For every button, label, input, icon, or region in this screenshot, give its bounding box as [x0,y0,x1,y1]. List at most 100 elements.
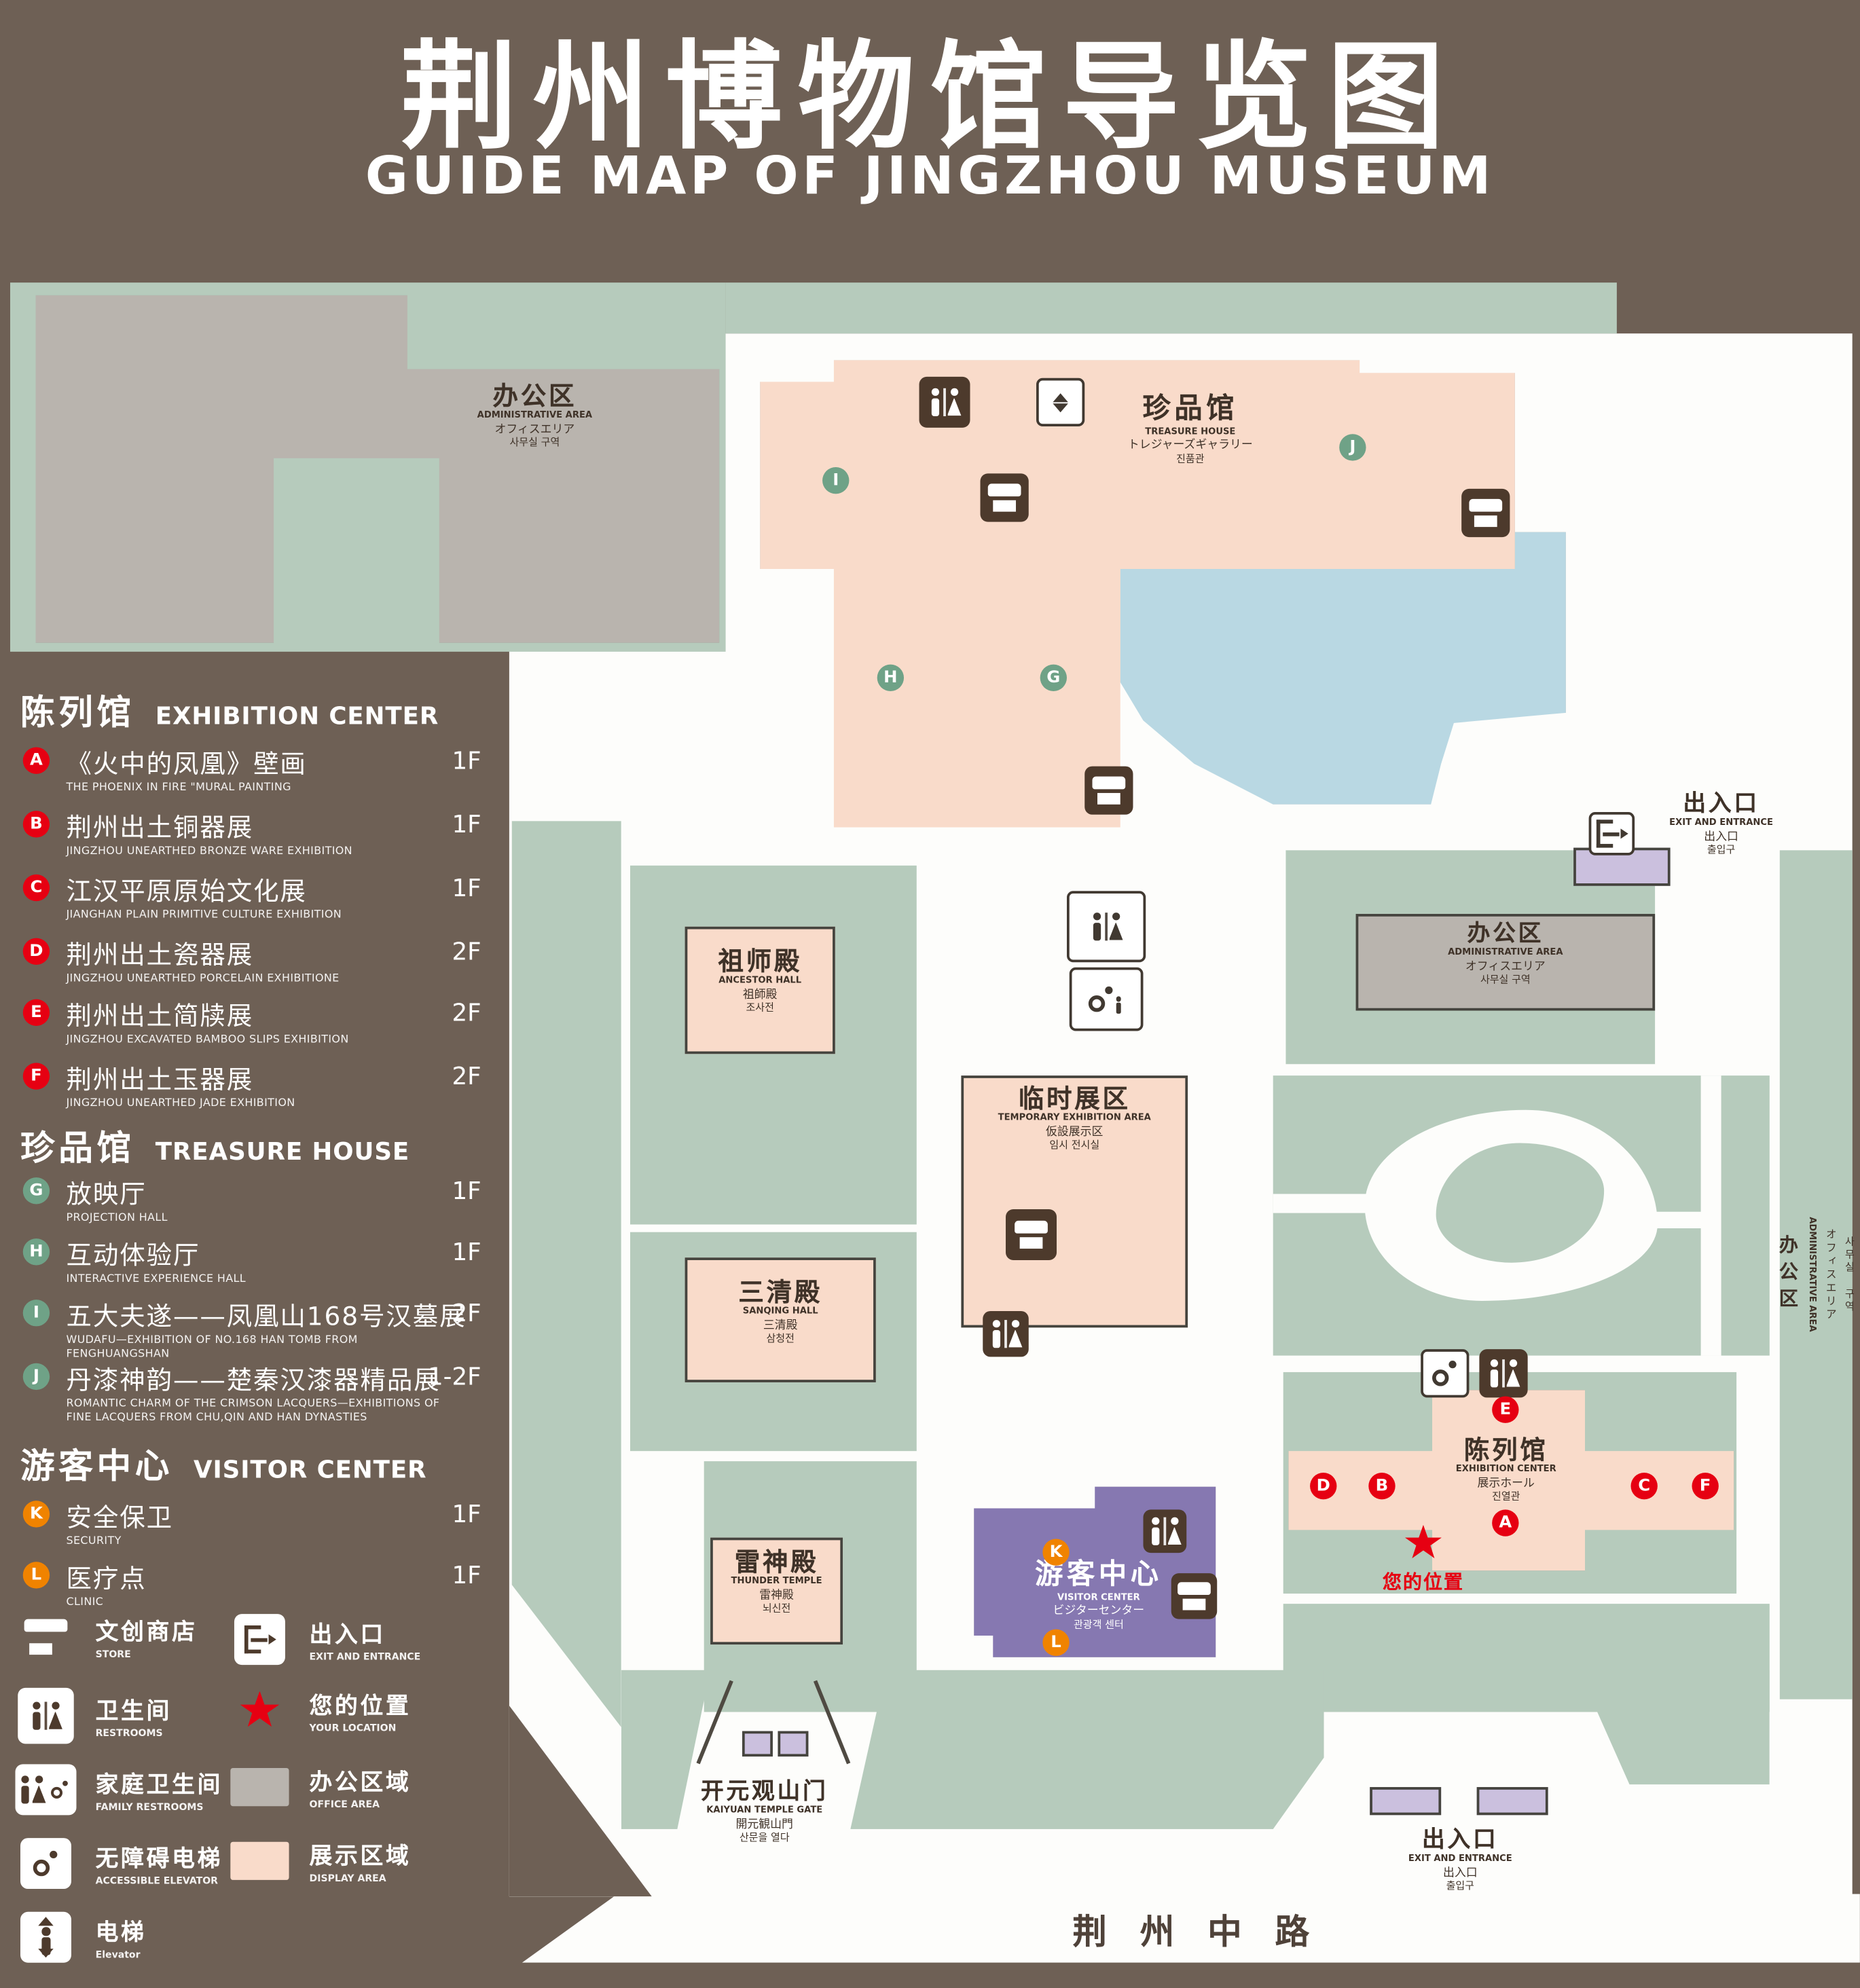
building-sanqing-hall [685,1257,876,1382]
lawn-gate-east [850,1670,1324,1829]
storefront-glyph [1092,776,1126,805]
marker-g: G [22,1177,50,1204]
restroom-icon [13,1687,79,1744]
marker-e: E [22,999,50,1027]
family-restroom-box [15,1764,77,1816]
store-icon [1461,488,1510,538]
accessible-elevator-icon [1421,1349,1470,1398]
marker-f: F [22,1063,50,1090]
woman-glyph [1110,912,1122,941]
lawn-left-bar [511,821,621,1727]
wheelchair-glyph [1088,986,1114,1012]
legend-item-j: J 丹漆神韵——楚秦汉漆器精品展 ROMANTIC CHARM OF THE C… [20,1359,494,1426]
arrow-up-icon [38,1917,54,1926]
section-visitor-center: 游客中心 VISITOR CENTER [20,1447,427,1487]
exit-icon [227,1614,293,1665]
label-admin-right: 办公区 ADMINISTRATIVE AREA オフィスエリア 사무실 구역 [1448,920,1563,986]
map-marker-l: L [1042,1629,1070,1656]
marker-d: D [22,938,50,965]
woman-glyph [33,1775,45,1804]
arrow-head-icon [1620,828,1628,839]
marker-a: A [22,747,50,774]
map-marker-a: A [1492,1509,1519,1536]
floor-badge: 2F [452,938,481,966]
floor-badge: 1F [452,1177,481,1206]
woman-glyph [1508,1359,1519,1388]
legend-item-f: F 荆州出土玉器展 JINGZHOU UNEARTHED JADE EXHIBI… [20,1059,494,1111]
storefront-glyph [1469,498,1503,528]
elevator-glyph [1053,392,1068,412]
divider-glyph [943,388,946,417]
office-area-swatch [227,1767,293,1807]
floor-badge: 2F [452,1063,481,1091]
exit-glyph [244,1625,276,1654]
store-icon [1006,1209,1057,1260]
exit-block-east [1476,1787,1548,1816]
page-subtitle: GUIDE MAP OF JINGZHOU MUSEUM [365,145,1495,206]
marker-h: H [22,1238,50,1266]
woman-glyph [50,1701,61,1731]
floor-badge: 1F [452,1238,481,1267]
store-icon [13,1619,79,1655]
door-glyph [1596,820,1622,848]
divider-glyph [1105,913,1108,941]
gate-block-east [778,1731,809,1757]
legend-item-h: H 互动体验厅 INTERACTIVE EXPERIENCE HALL 1F [20,1234,494,1287]
your-location-label: 您的位置 [1382,1570,1464,1594]
road-jingzhou-middle: 荆州中路 [522,1894,1860,1963]
child-glyph [1115,995,1122,1014]
lawn-top-strip [725,282,1617,334]
marker-k: K [22,1501,50,1528]
floor-badge: 1F [452,811,481,839]
wheelchair-glyph [1432,1361,1457,1386]
label-kaiyuan-gate: 开元观山门 KAIYUAN TEMPLE GATE 開元観山門 산문을 열다 [701,1778,828,1843]
map-marker-i: I [822,467,850,494]
label-exit-bottom: 出入口 EXIT AND ENTRANCE 出入口 출입구 [1408,1826,1512,1892]
garden-path-east [1652,1211,1707,1229]
lawn-right-strip [1779,850,1853,1699]
label-ancestor-hall: 祖师殿 ANCESTOR HALL 祖師殿 조사전 [718,945,803,1014]
your-location-star-icon [227,1691,293,1731]
accessible-elevator-icon [13,1838,79,1890]
legend-item-i: I 五大夫遂——凤凰山168号汉墓展 WUDAFU—EXHIBITION OF … [20,1295,494,1362]
elevator-icon [1036,378,1085,427]
restroom-box [18,1687,74,1744]
floor-badge: 2F [452,999,481,1027]
man-glyph [1091,912,1103,941]
floor-badge: 1-2F [427,1363,481,1392]
store-icon [1084,766,1133,815]
woman-glyph [1169,1517,1180,1546]
road-label: 荆州中路 [1072,1912,1343,1952]
store-icon [980,473,1029,522]
restroom-icon [1479,1349,1528,1398]
exit-icon [1588,812,1635,855]
gate-block-west [742,1731,773,1757]
label-admin-top-left: 办公区 ADMINISTRATIVE AREA オフィスエリア 사무실 구역 [477,380,593,449]
map-marker-j: J [1339,434,1366,461]
exit-block-west [1370,1787,1442,1816]
exit-box [234,1614,285,1665]
exit-glyph [1596,820,1628,848]
restroom-icon [983,1310,1029,1357]
label-visitor-center: 游客中心 VISITOR CENTER ビジターセンター 관광객 센터 [1035,1559,1163,1630]
marker-c: C [22,874,50,902]
woman-glyph [1010,1319,1021,1348]
arrow-up-icon [1053,392,1068,402]
accessible-restroom-icon [1069,967,1144,1031]
elevator-box [20,1911,71,1963]
arrow-down-icon [1053,403,1068,412]
map-marker-h: H [877,664,905,691]
map-marker-b: B [1368,1473,1396,1500]
label-sanqing-hall: 三清殿 SANQING HALL 三清殿 삼청전 [738,1276,823,1345]
floor-badge: 1F [452,1501,481,1529]
label-exit-right: 出入口 EXIT AND ENTRANCE 出入口 출입구 [1669,790,1774,855]
map-marker-d: D [1310,1473,1337,1500]
family-restroom-icon [13,1764,79,1816]
divider-glyph [1004,1320,1007,1348]
